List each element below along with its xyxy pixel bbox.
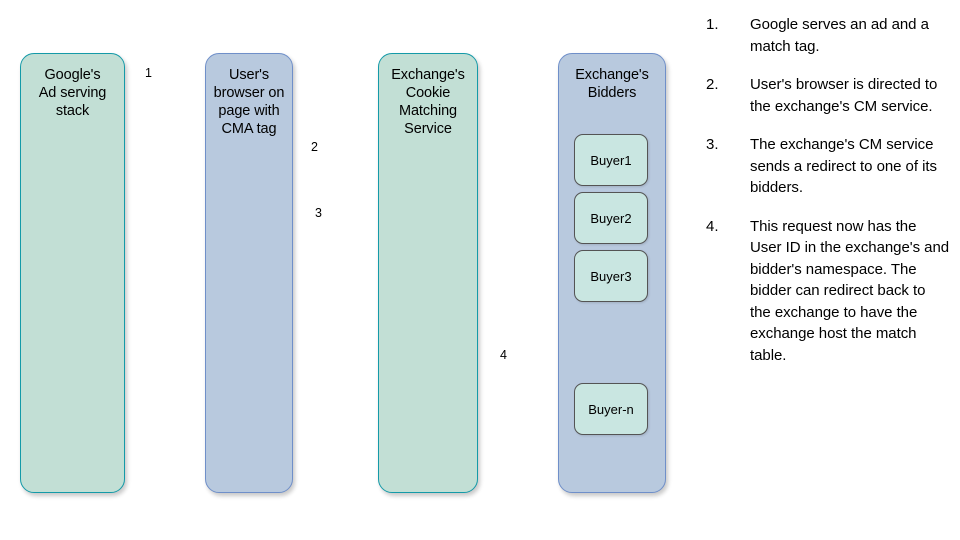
legend-item-text: The exchange's CM service sends a redire… [750, 136, 937, 196]
buyer-box[interactable]: Buyer1 [574, 134, 648, 186]
buyer-label: Buyer-n [588, 401, 634, 417]
box-label: Google's Ad serving stack [38, 67, 107, 119]
box-google-ad-serving-stack[interactable]: Google's Ad serving stack [20, 53, 125, 493]
arrow-label-1: 1 [145, 66, 152, 80]
legend-item: 2. User's browser is directed to the exc… [706, 74, 950, 117]
legend-item: 4. This request now has the User ID in t… [706, 216, 950, 367]
buyer-label: Buyer1 [590, 152, 632, 168]
box-label: Exchange's Bidders [575, 67, 649, 101]
buyer-box[interactable]: Buyer2 [574, 192, 648, 244]
legend-item: 1. Google serves an ad and a match tag. [706, 14, 950, 57]
box-label: User's browser on page with CMA tag [213, 67, 285, 137]
buyer-label: Buyer2 [590, 210, 632, 226]
legend-item-number: 3. [706, 136, 719, 153]
arrow-label-2: 2 [311, 140, 318, 154]
box-exchange-cookie-matching-service[interactable]: Exchange's Cookie Matching Service [378, 53, 478, 493]
arrow-label-3: 3 [315, 206, 322, 220]
legend-item-text: This request now has the User ID in the … [750, 217, 950, 364]
buyer-label: Buyer3 [590, 268, 632, 284]
legend-list: 1. Google serves an ad and a match tag. … [706, 14, 950, 383]
legend-item-number: 1. [706, 16, 719, 33]
buyer-box[interactable]: Buyer-n [574, 383, 648, 435]
box-label: Exchange's Cookie Matching Service [391, 67, 465, 137]
legend-item-number: 4. [706, 217, 719, 235]
arrow-label-4: 4 [500, 348, 507, 362]
buyer-box[interactable]: Buyer3 [574, 250, 648, 302]
legend-item-text: Google serves an ad and a match tag. [750, 16, 929, 55]
legend-item-text: User's browser is directed to the exchan… [750, 76, 938, 115]
legend-item-number: 2. [706, 76, 719, 93]
legend-item: 3. The exchange's CM service sends a red… [706, 134, 950, 199]
box-user-browser[interactable]: User's browser on page with CMA tag [205, 53, 293, 493]
